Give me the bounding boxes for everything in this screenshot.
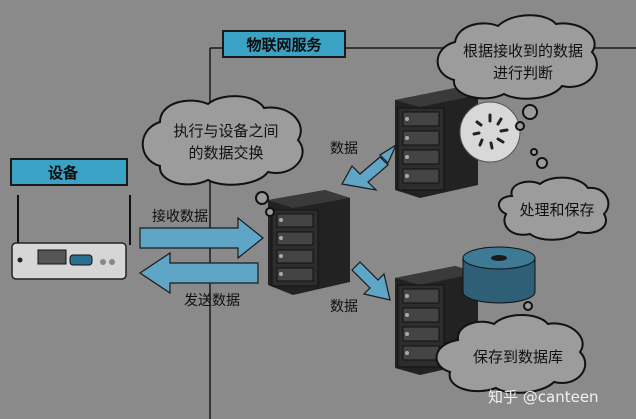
cloud-save — [435, 301, 587, 394]
cloud-process-text: 处理和保存 — [519, 201, 595, 219]
cloud-exchange-line1: 执行与设备之间 — [173, 122, 279, 140]
database-cylinder-icon — [462, 246, 536, 304]
cloud-judge-text: 根据接收到的数据 进行判断 — [452, 40, 594, 84]
device-label: 设备 — [48, 163, 79, 182]
send-data-label: 发送数据 — [184, 293, 240, 309]
watermark: 知乎 @canteen — [488, 388, 599, 406]
iot-service-tag: 物联网服务 — [222, 30, 346, 58]
cloud-process — [497, 148, 610, 241]
router-device-icon — [11, 195, 131, 280]
cloud-exchange — [141, 95, 304, 217]
cloud-exchange-line2: 的数据交换 — [188, 144, 264, 162]
cloud-judge-line2: 进行判断 — [492, 64, 553, 82]
data-lower-label: 数据 — [330, 299, 358, 315]
device-tag: 设备 — [10, 158, 128, 186]
cloud-exchange-text: 执行与设备之间 的数据交换 — [156, 120, 296, 164]
top-server-icon — [395, 88, 478, 198]
send-arrow — [138, 251, 259, 295]
cloud-judge — [436, 14, 598, 131]
receive-arrow — [139, 216, 264, 260]
cloud-judge-line1: 根据接收到的数据 — [462, 42, 583, 60]
lower-arrow — [351, 261, 391, 301]
loading-spinner-icon — [459, 101, 521, 163]
main-server-icon — [268, 190, 350, 295]
receive-data-label: 接收数据 — [152, 209, 208, 225]
data-upper-label: 数据 — [330, 141, 358, 157]
upper-bidirectional-arrow — [341, 143, 398, 191]
iot-service-label: 物联网服务 — [246, 35, 322, 54]
cloud-save-text: 保存到数据库 — [472, 348, 563, 366]
